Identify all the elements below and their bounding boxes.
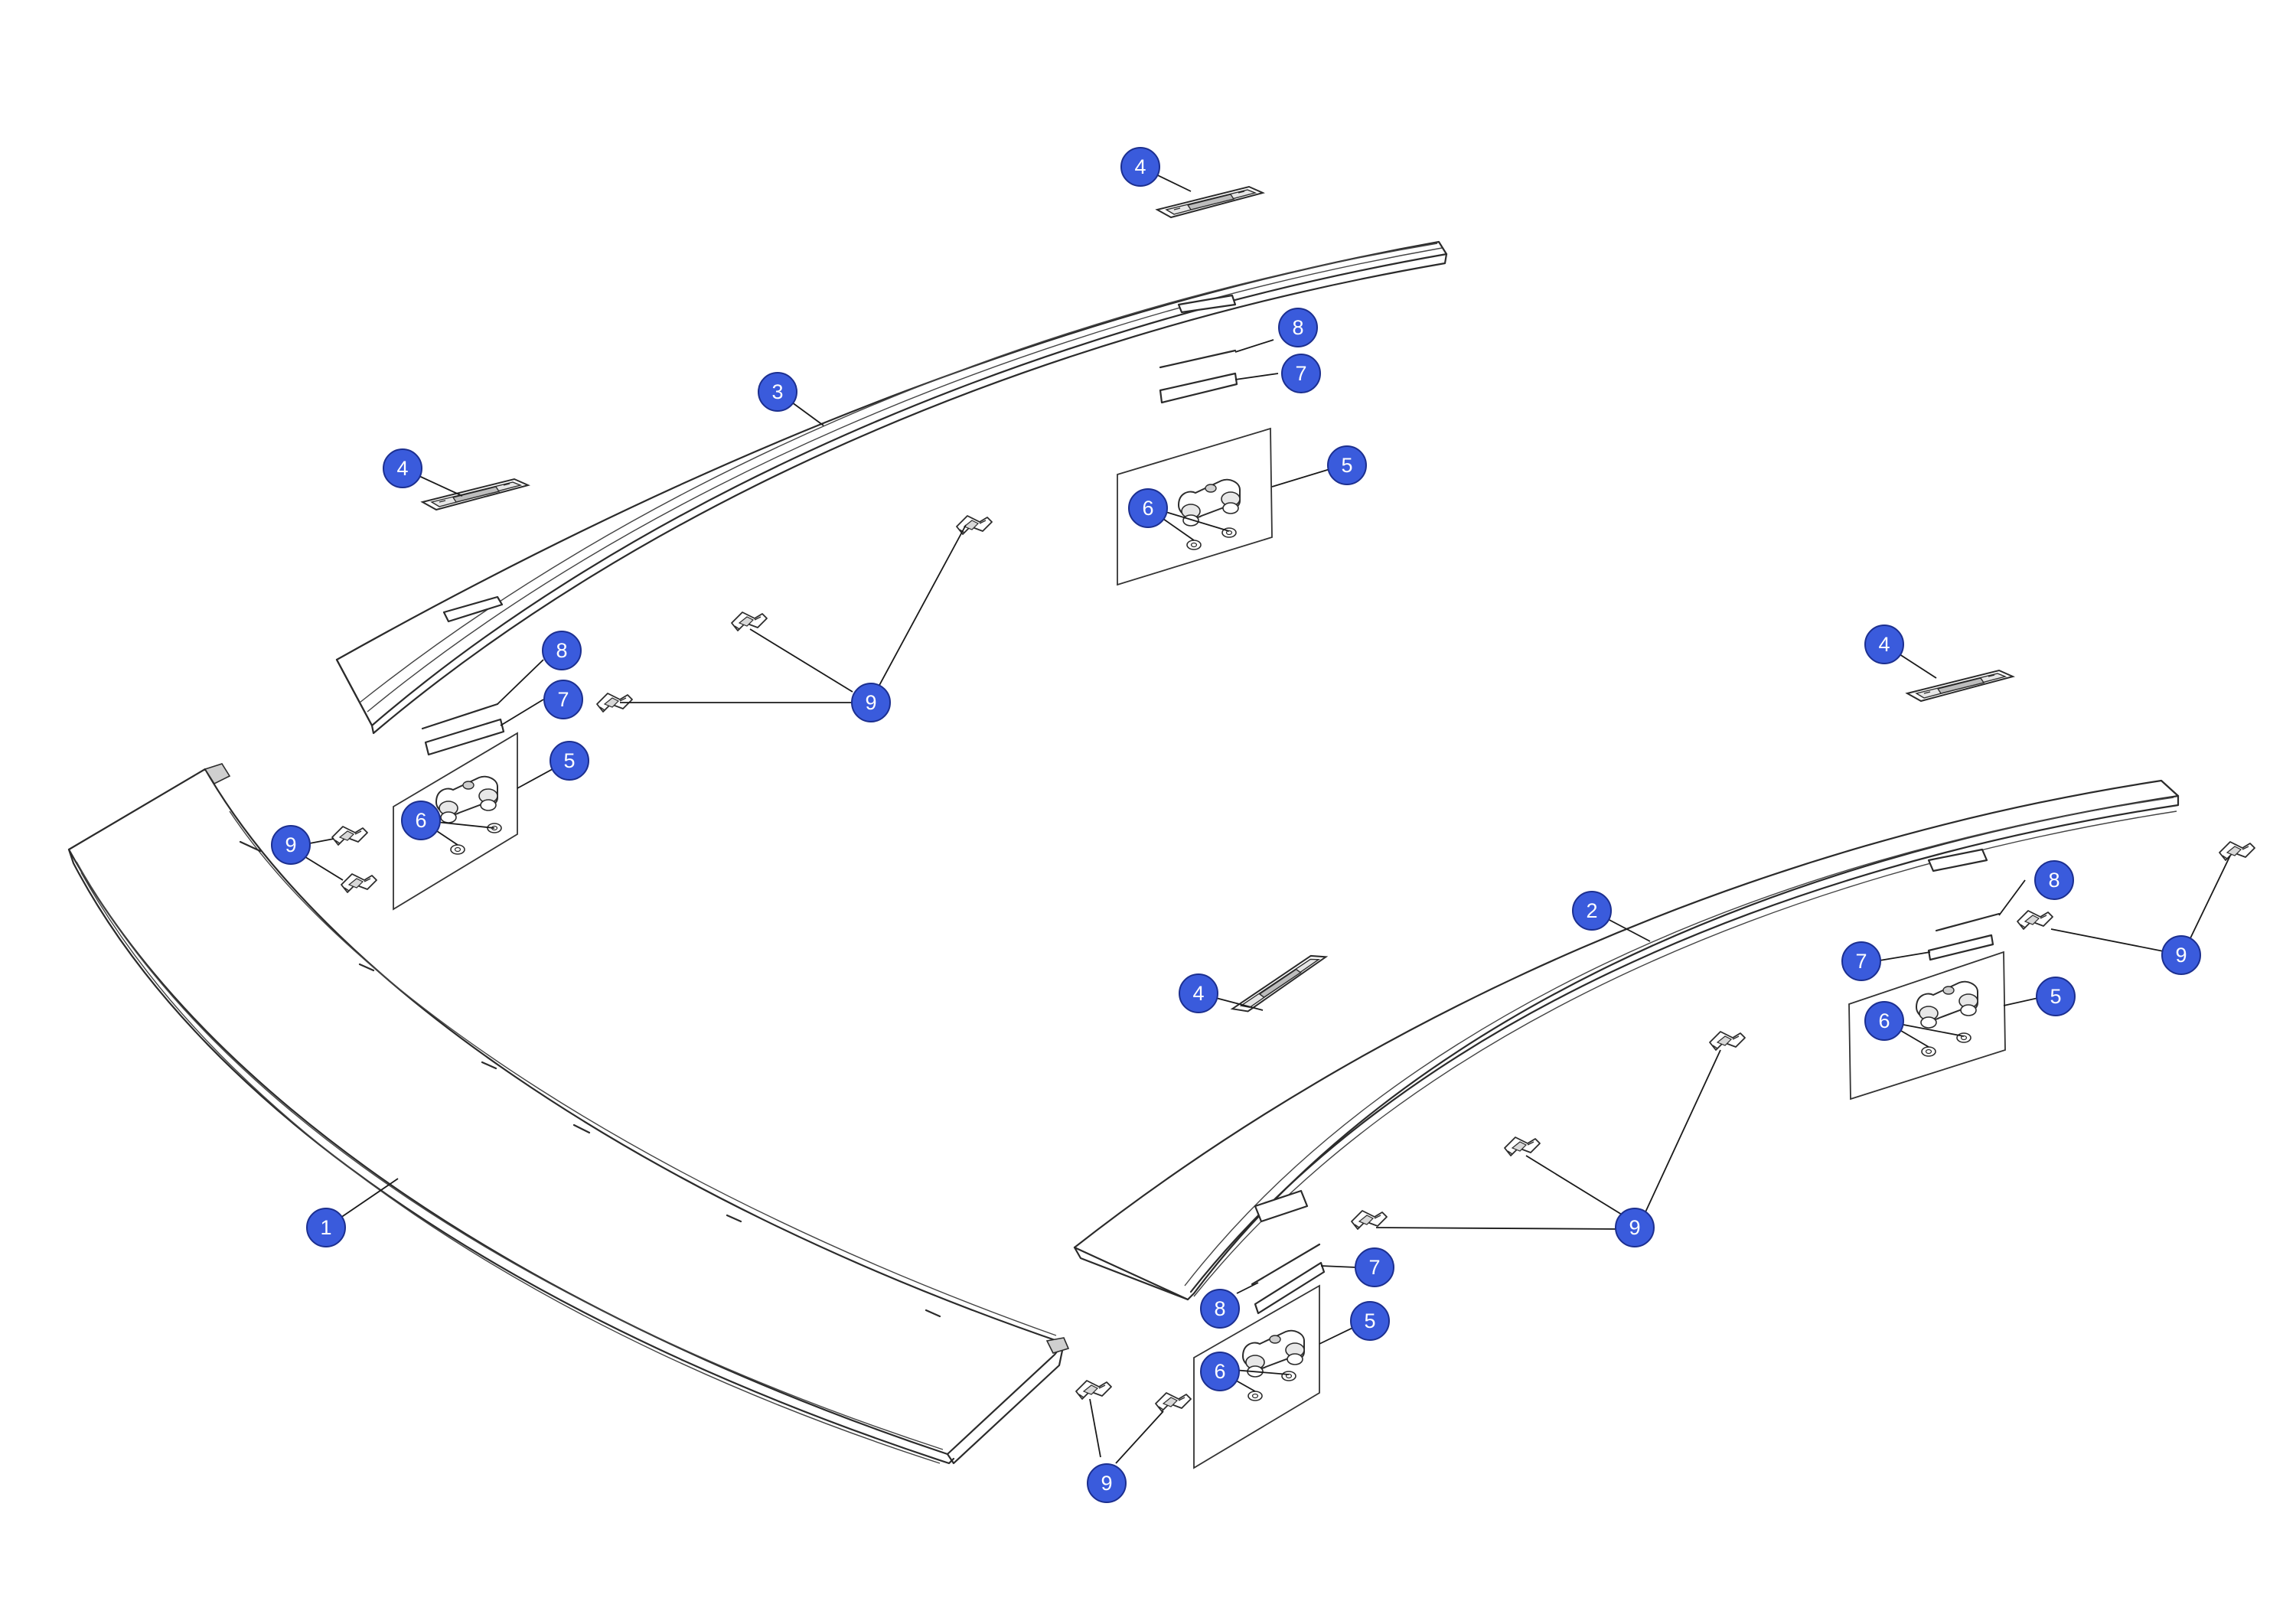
callout-7-left: 7 [543,680,583,719]
callout-4-center: 4 [1179,973,1218,1013]
callout-4-left: 4 [383,448,422,488]
svg-text:8: 8 [1292,316,1303,339]
callout-6-right: 6 [1864,1001,1904,1041]
svg-text:9: 9 [865,691,876,714]
callout-3: 3 [758,372,797,412]
svg-text:2: 2 [1586,899,1597,922]
callout-9-right: 9 [2161,935,2201,975]
leader-lines [301,166,2231,1464]
part-4-handle-right [1906,670,2014,702]
svg-text:5: 5 [1364,1309,1375,1332]
svg-text:8: 8 [2048,869,2060,892]
svg-text:5: 5 [2050,985,2061,1008]
svg-text:7: 7 [1295,362,1306,385]
svg-text:6: 6 [1142,497,1153,520]
callout-6-left: 6 [401,801,441,840]
svg-text:8: 8 [1214,1297,1225,1320]
callout-5-top: 5 [1327,445,1367,485]
callout-7-bottom: 7 [1355,1247,1394,1287]
svg-text:9: 9 [1629,1216,1640,1239]
callout-9-center-top: 9 [851,683,891,722]
part-5-box-left [393,732,518,911]
part-4-handle-top [1156,186,1264,218]
part-3-upper-rail [335,240,1448,735]
svg-text:9: 9 [1101,1472,1112,1495]
svg-text:3: 3 [771,380,783,403]
callout-8-top: 8 [1278,308,1318,347]
callout-6-bottom: 6 [1200,1352,1240,1391]
callout-5-bottom: 5 [1350,1301,1390,1341]
callout-9-left: 9 [271,825,311,865]
callout-8-bottom: 8 [1200,1289,1240,1329]
callout-5-left: 5 [550,741,589,781]
part-4-handle-center [1230,954,1329,1013]
part-5-box-top [1117,427,1273,586]
callout-8-right: 8 [2034,860,2074,900]
callout-9-bottom: 9 [1087,1463,1127,1503]
svg-text:6: 6 [1214,1360,1225,1383]
svg-text:4: 4 [1878,633,1890,656]
svg-text:1: 1 [320,1216,331,1239]
svg-text:7: 7 [1368,1256,1380,1279]
svg-text:4: 4 [1134,155,1146,178]
part-5-box-right [1848,951,2006,1101]
svg-text:5: 5 [563,749,575,772]
part-4-handle-left [422,478,529,510]
callout-9-center-bottom: 9 [1615,1208,1655,1247]
callout-7-top: 7 [1281,354,1321,393]
svg-text:6: 6 [415,809,426,832]
callout-8-left: 8 [542,631,582,670]
callout-7-right: 7 [1841,941,1881,981]
svg-text:8: 8 [556,639,567,662]
svg-text:9: 9 [2175,944,2187,967]
svg-text:7: 7 [1855,950,1867,973]
part-2-lower-rail [1073,779,2180,1301]
parts-7-8-strips [421,349,2001,1315]
callout-6-top: 6 [1128,488,1168,528]
svg-text:7: 7 [557,688,569,711]
svg-text:4: 4 [396,457,408,480]
svg-text:5: 5 [1341,454,1352,477]
callout-2: 2 [1572,891,1612,931]
svg-text:6: 6 [1878,1009,1890,1032]
part-1-lower-panel [67,763,1070,1465]
callout-4-right: 4 [1864,624,1904,664]
callout-5-right: 5 [2036,977,2076,1016]
svg-text:4: 4 [1192,982,1204,1005]
part-5-box-bottom [1193,1284,1320,1469]
callout-4-top: 4 [1120,147,1160,187]
svg-text:9: 9 [285,833,296,856]
callout-1: 1 [306,1208,346,1247]
